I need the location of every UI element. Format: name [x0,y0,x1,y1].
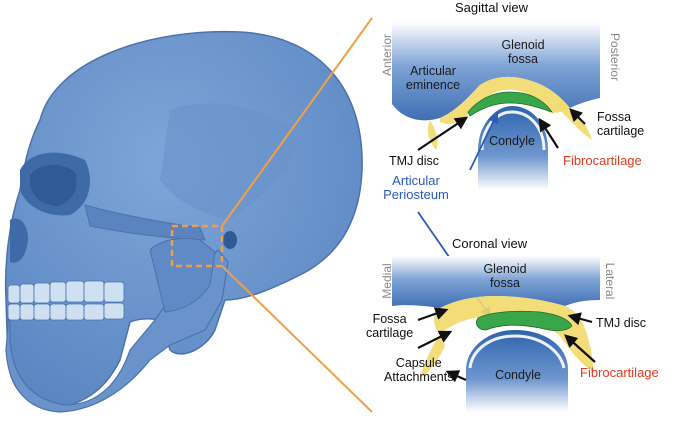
sagittal-posterior-label: Posterior [608,32,622,82]
coronal-condyle [466,330,568,412]
sagittal-glenoid-fossa-label: Glenoid fossa [488,38,558,66]
coronal-medial-label: Medial [380,263,394,299]
sagittal-fossa-cartilage-line1: Fossa [597,110,632,124]
sagittal-title: Sagittal view [455,0,528,15]
coronal-fossa-cartilage-line2: cartilage [366,326,414,340]
coronal-glenoid-fossa-label: Glenoid fossa [475,262,535,290]
coronal-glenoid-line2: fossa [490,276,520,290]
sagittal-fossa-cartilage-label: Fossa cartilage [597,110,644,138]
capsule-attachments-label: Capsule Attachments [384,356,453,384]
coronal-fibrocartilage-label: Fibrocartilage [580,365,659,380]
coronal-fossa-bone [392,256,600,308]
sagittal-fibrocartilage-label: Fibrocartilage [563,153,642,168]
coronal-fossa-cartilage-label: Fossa cartilage [366,312,413,340]
callout-line-lower [221,265,373,413]
articular-eminence-line1: Articular [410,64,456,78]
sagittal-condyle-label: Condyle [489,134,535,148]
coronal-disc [476,310,573,332]
sagittal-fossa-bone [392,22,600,121]
sagittal-glenoid-line2: fossa [508,52,538,66]
sagittal-tmj-disc-label: TMJ disc [389,154,439,168]
articular-eminence-label: Articular eminence [398,64,468,92]
skull-illustration [4,30,363,413]
sagittal-view [392,22,600,190]
capsule-attachments-line1: Capsule [395,356,442,370]
sagittal-fossa-cartilage-line2: cartilage [597,124,645,138]
coronal-title: Coronal view [452,236,528,251]
coronal-fossa-cartilage-line1: Fossa [372,312,407,326]
periosteum-line1: Articular [392,173,440,188]
coronal-view [392,256,600,412]
sagittal-disc [467,91,554,117]
callout-box [170,224,224,268]
coronal-lateral-label: Lateral [603,262,617,300]
sagittal-anterior-label: Anterior [380,33,394,77]
sagittal-condyle [478,106,548,190]
sagittal-glenoid-line1: Glenoid [501,38,545,52]
coronal-condyle-label: Condyle [495,368,541,382]
periosteum-line2: Periosteum [383,187,449,202]
periosteum-arrow-sagittal [469,112,499,171]
articular-periosteum-label: Articular Periosteum [376,174,456,202]
coronal-tmj-disc-label: TMJ disc [596,316,646,330]
callout-line-upper [221,17,373,227]
articular-eminence-line2: eminence [405,78,461,92]
coronal-glenoid-line1: Glenoid [483,262,527,276]
capsule-attachments-line2: Attachments [384,370,454,384]
